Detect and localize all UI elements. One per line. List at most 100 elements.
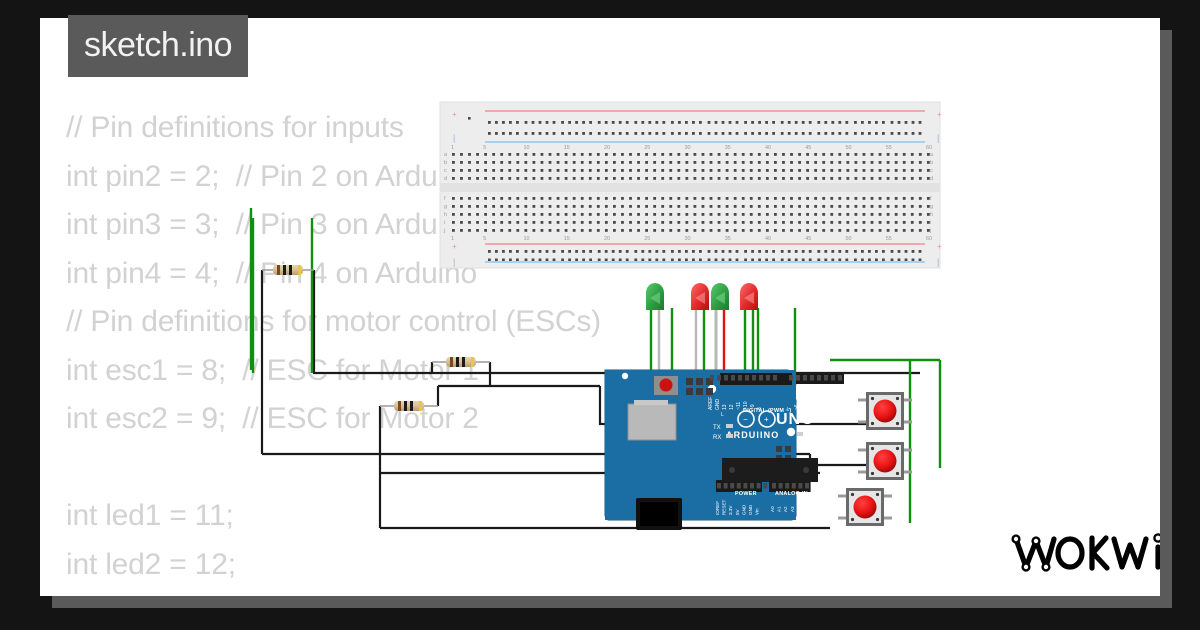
filename-label: sketch.ino [84, 26, 233, 64]
breadboard-row-letter: d [444, 176, 447, 182]
breadboard-column-number: 55 [886, 145, 892, 151]
breadboard-row-letter: h [444, 212, 447, 218]
breadboard-column-number: 5 [483, 145, 486, 151]
rx-label: RX [713, 435, 721, 441]
analog-label: ANALOG IN [775, 491, 808, 497]
pushbutton-3[interactable] [838, 488, 892, 526]
pin-header[interactable] [786, 372, 844, 384]
breadboard-column-number: 10 [523, 236, 529, 242]
breadboard-column-number: 50 [845, 236, 851, 242]
arduino-pin-label: ~11 [736, 402, 742, 410]
on-label: ON [805, 434, 814, 440]
tx-label: TX [713, 425, 721, 431]
breadboard-row-letter: b [930, 160, 933, 166]
wokwi-logo [1011, 533, 1160, 572]
breadboard-row-letter: f [444, 196, 446, 202]
svg-text:+: + [452, 242, 457, 251]
breadboard-column-number: 45 [805, 236, 811, 242]
circuit-diagram: + + | | 11551010151520202525303035354040… [249, 101, 942, 530]
breadboard-row-letter: i [444, 220, 445, 226]
arduino-pin-label: ~6 [794, 404, 800, 410]
svg-text:+: + [764, 415, 769, 424]
arduino-pin-label: 12 [729, 404, 735, 410]
arduino-pin-label: 3.3V [728, 505, 733, 515]
pushbutton-1[interactable] [858, 392, 912, 430]
arduino-pin-label: ~3 [815, 404, 821, 410]
svg-text:|: | [937, 257, 939, 267]
svg-text:+: + [452, 110, 457, 119]
usb-connector [627, 400, 677, 441]
breadboard-column-number: 55 [886, 236, 892, 242]
breadboard-column-number: 30 [684, 145, 690, 151]
breadboard-row-letter: d [930, 176, 933, 182]
arduino-uno-board[interactable]: UNO ARDUIINO DIGITAL (PWM ~) POWER ANALO… [604, 369, 844, 530]
icsp-header [686, 378, 713, 395]
breadboard-column-number: 45 [805, 145, 811, 151]
code-line: int led2 = 12; [66, 547, 236, 581]
arduino-pin-label: 5V [735, 508, 740, 515]
breadboard-row-letter: i [930, 220, 931, 226]
resistor-1[interactable] [262, 265, 314, 275]
breadboard-column-number: 40 [765, 145, 771, 151]
arduino-pin-label: A1 [777, 506, 782, 512]
arduino-pin-label: ~9 [750, 404, 756, 410]
arduino-pin-label: RESET [722, 499, 727, 515]
resistor-2[interactable] [432, 357, 490, 367]
breadboard-row-letter: j [443, 228, 445, 234]
breadboard-row-letter: g [930, 204, 933, 210]
breadboard-column-number: 35 [725, 145, 731, 151]
breadboard-row-letter: b [444, 160, 447, 166]
filename-tab[interactable]: sketch.ino [68, 15, 249, 77]
breadboard-column-number: 30 [684, 236, 690, 242]
code-line: int esc1 = 8; // ESC for Motor 1 [66, 353, 479, 387]
breadboard-row-letter: h [930, 212, 933, 218]
arduino-pin-label: 7 [787, 407, 793, 410]
breadboard-column-number: 15 [564, 236, 570, 242]
breadboard-top-rail-holes [468, 117, 471, 120]
wires-black [260, 270, 920, 530]
arduino-pin-label: 13 [722, 404, 728, 410]
breadboard-column-number: 20 [604, 236, 610, 242]
svg-text:|: | [453, 257, 455, 267]
svg-text:+: + [937, 242, 942, 251]
svg-text:|: | [453, 133, 455, 143]
arduino-pin-label: RX 0 [836, 399, 842, 410]
breadboard-row-letter: a [444, 152, 448, 158]
breadboard-column-number: 25 [644, 236, 650, 242]
wires-green [249, 208, 942, 523]
arduino-pin-label: A2 [783, 506, 788, 512]
breadboard-row-letter: c [444, 168, 447, 174]
breadboard-column-number: 10 [523, 145, 529, 151]
pushbutton-2[interactable] [858, 442, 912, 480]
arduino-pin-label: A4 [796, 506, 801, 512]
arduino-uno-text: UNO [776, 411, 815, 428]
arduino-pin-label: 4 [808, 407, 814, 410]
arduino-pin-label: Vin [755, 508, 760, 515]
led-row[interactable] [646, 283, 758, 390]
svg-text:|: | [937, 133, 939, 143]
arduino-pin-label: AREF [708, 397, 714, 410]
arduino-pin-label: GND [748, 504, 753, 515]
led-4[interactable] [740, 283, 758, 390]
breadboard-column-number: 1 [451, 145, 454, 151]
arduino-pin-label: 8 [757, 407, 763, 410]
arduino-pin-label: GND [715, 399, 721, 411]
arduino-pin-label: A3 [790, 506, 795, 512]
arduino-pin-label: GND [741, 504, 746, 515]
arduino-pin-label: IOREF [715, 501, 720, 515]
breadboard-column-number: 40 [765, 236, 771, 242]
reset-button[interactable] [654, 376, 678, 395]
code-line: int esc2 = 9; // ESC for Motor 2 [66, 402, 479, 435]
atmega-chip [722, 458, 818, 482]
arduino-pin-label: ~5 [801, 404, 807, 410]
breadboard-column-number: 35 [725, 236, 731, 242]
resistor-3[interactable] [380, 401, 438, 411]
arduino-brand-text: ARDUIINO [726, 430, 779, 440]
breadboard-column-number: 5 [483, 236, 486, 242]
breadboard[interactable]: + + | | 11551010151520202525303035354040… [439, 101, 942, 269]
svg-text:+: + [937, 110, 942, 119]
l-label: L [721, 412, 724, 418]
arduino-pin-label: A0 [770, 506, 775, 512]
